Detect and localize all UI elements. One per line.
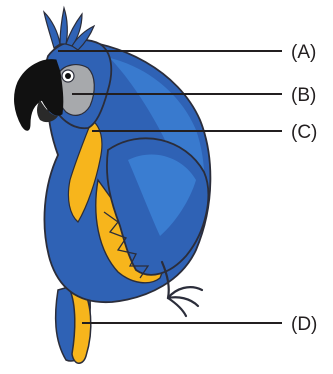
parrot-undertail — [69, 283, 92, 364]
parrot-illustration — [14, 5, 212, 364]
parrot-wing-feathers — [103, 211, 150, 279]
parrot-wing-highlight — [128, 154, 196, 236]
parrot-chest — [67, 119, 103, 223]
leader-lines — [58, 50, 282, 324]
parrot-beak-lower — [37, 100, 58, 123]
label-b: (B) — [291, 85, 316, 106]
parrot-crest — [43, 5, 96, 51]
parrot-pupil — [65, 73, 71, 79]
label-a: (A) — [291, 42, 316, 63]
label-c: (C) — [291, 122, 317, 143]
label-d: (D) — [291, 314, 317, 335]
parrot-beak — [14, 59, 64, 131]
parrot-foot — [160, 260, 204, 318]
